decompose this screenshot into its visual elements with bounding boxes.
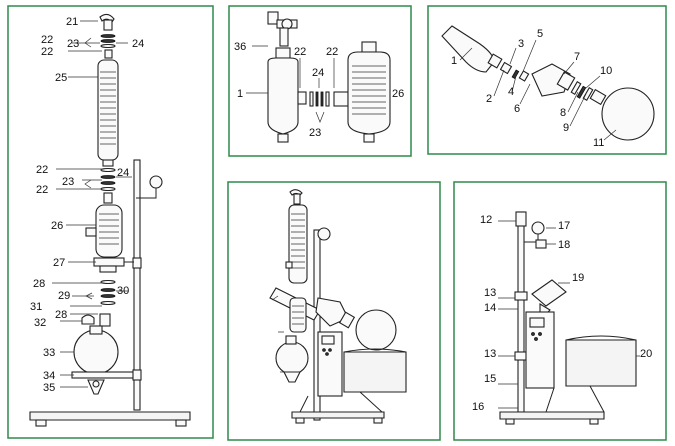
flask-detail-labels: 3 5 1 7 2 4 10 6 8 9 11 [451,28,612,149]
callout-22: 22 [326,46,338,58]
callout-2: 2 [486,93,492,105]
callout-1: 1 [237,88,243,100]
callout-23: 23 [309,127,321,139]
callout-13: 13 [484,348,496,360]
condenser-detail-drawing [246,11,391,143]
condenser-detail-labels: 36 22 22 24 1 23 26 [234,41,404,139]
callout-3: 3 [518,38,524,50]
callout-14: 14 [484,302,496,314]
callout-22: 22 [36,164,48,176]
callout-9: 9 [563,122,569,134]
callout-26: 26 [392,88,404,100]
base-detail-labels: 12 17 18 19 13 14 13 20 15 16 [472,214,652,413]
callout-8: 8 [560,107,566,119]
main-assembly-drawing [29,13,191,427]
callout-33: 33 [43,347,55,359]
callout-13: 13 [484,287,496,299]
callout-12: 12 [480,214,492,226]
callout-30: 30 [117,285,129,297]
callout-31: 31 [30,301,42,313]
callout-15: 15 [484,373,496,385]
main-assembly-labels: 21 23 24 22 22 25 22 23 24 22 26 27 28 2… [30,16,144,394]
callout-10: 10 [600,65,612,77]
assembled-view-drawing [269,189,407,424]
callout-22: 22 [36,184,48,196]
panel-base-detail [453,181,667,441]
callout-27: 27 [53,257,65,269]
callout-20: 20 [640,348,652,360]
callout-7: 7 [574,51,580,63]
panel-main-assembly [7,5,214,439]
callout-17: 17 [558,220,570,232]
callout-29: 29 [58,290,70,302]
callout-24: 24 [132,38,144,50]
callout-25: 25 [55,72,67,84]
panel-flask-detail [427,5,667,155]
callout-28: 28 [55,309,67,321]
callout-23: 23 [62,176,74,188]
callout-5: 5 [537,28,543,40]
callout-6: 6 [514,103,520,115]
callout-36: 36 [234,41,246,53]
callout-28: 28 [33,278,45,290]
base-detail-drawing [498,211,640,425]
callout-24: 24 [312,67,324,79]
callout-32: 32 [34,317,46,329]
callout-11: 11 [593,137,604,149]
callout-4: 4 [508,86,514,98]
callout-19: 19 [572,272,584,284]
callout-1: 1 [451,55,457,67]
callout-24: 24 [117,167,129,179]
flask-detail-drawing [441,25,655,141]
callout-22: 22 [41,34,53,46]
callout-22: 22 [294,46,306,58]
callout-22: 22 [41,46,53,58]
panel-condenser-detail [228,5,412,157]
callout-16: 16 [472,401,484,413]
callout-18: 18 [558,239,570,251]
callout-26: 26 [51,220,63,232]
callout-35: 35 [43,382,55,394]
panel-assembled-view [227,181,441,441]
callout-34: 34 [43,370,55,382]
callout-21: 21 [66,16,78,28]
callout-23: 23 [67,38,79,50]
